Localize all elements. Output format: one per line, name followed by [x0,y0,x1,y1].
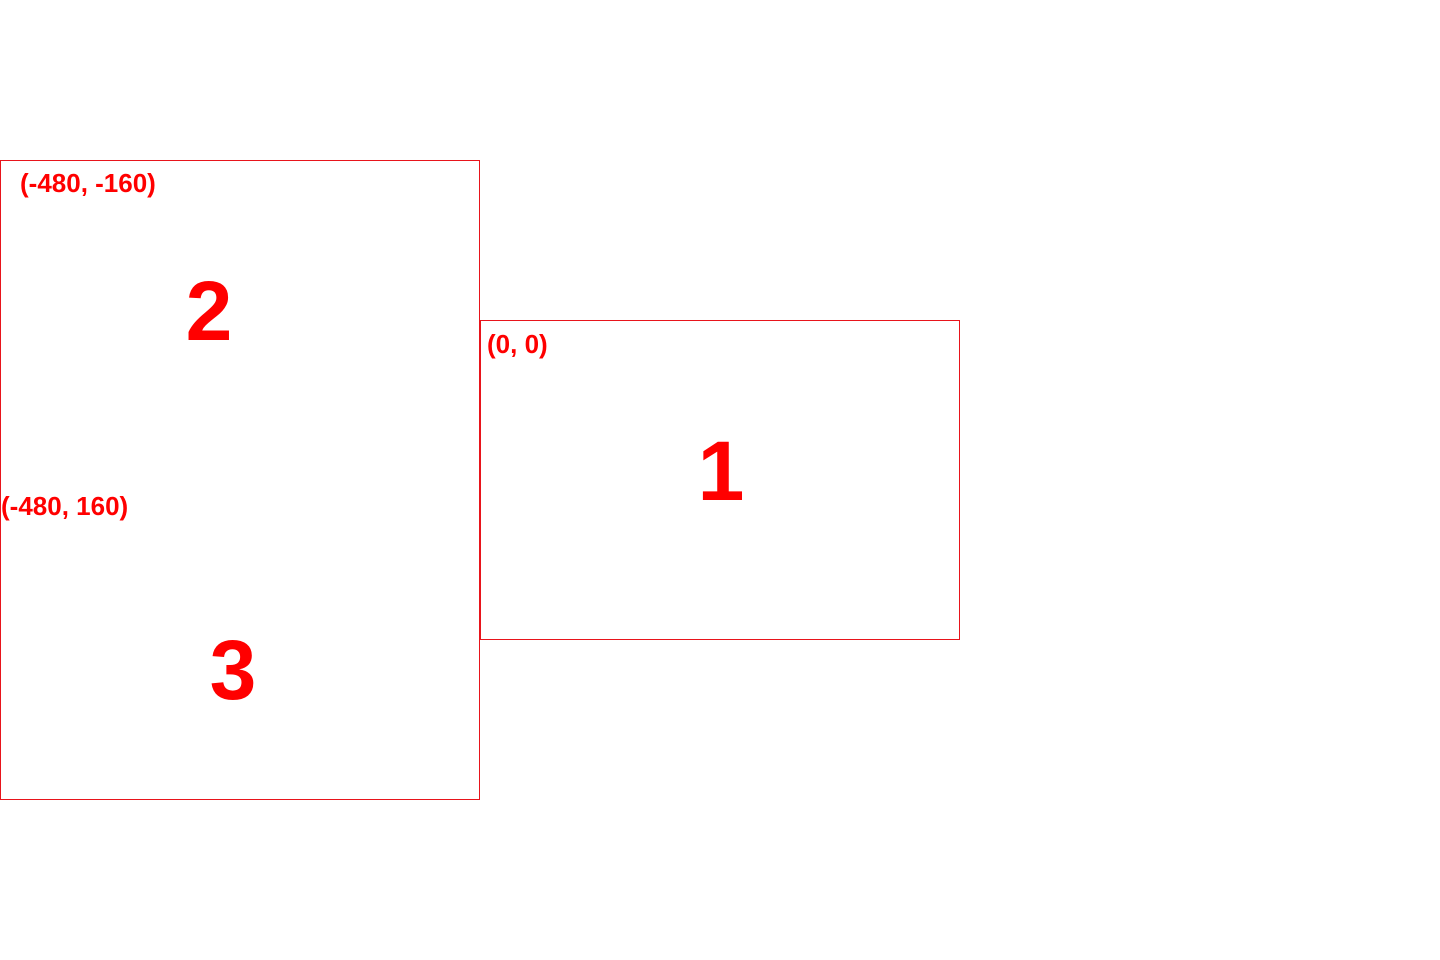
monitor-3-number: 3 [209,623,257,717]
monitor-2: (-480, -160) 2 [0,160,480,480]
monitor-3: (-480, 160) 3 [0,479,480,800]
monitor-1: (0, 0) 1 [480,320,960,640]
monitor-1-number: 1 [697,424,745,518]
monitor-3-coordinates: (-480, 160) [1,491,129,521]
monitor-1-coordinates: (0, 0) [487,329,548,359]
monitor-2-coordinates: (-480, -160) [20,168,156,198]
monitor-2-number: 2 [185,264,233,358]
